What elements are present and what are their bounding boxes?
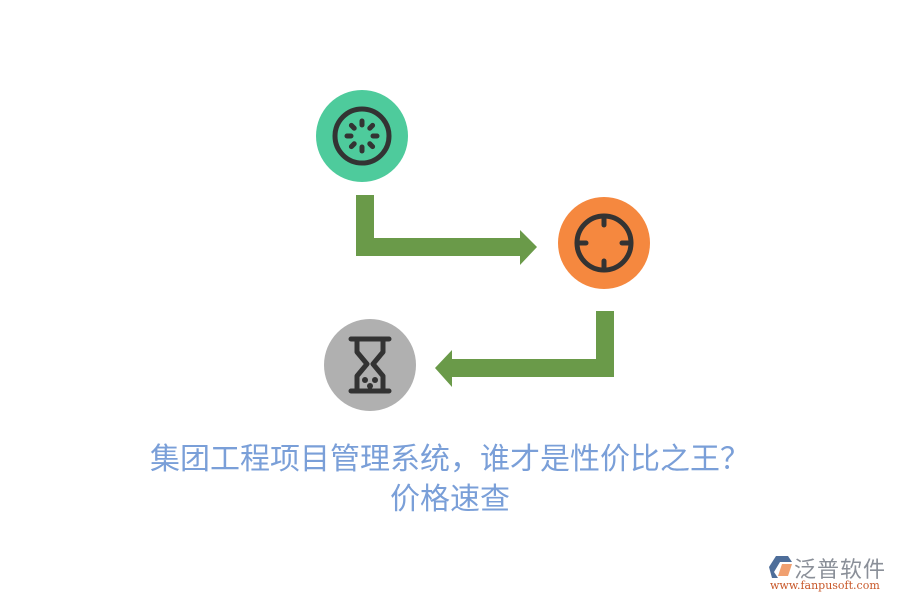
title-line-2: 价格速查 [390,482,510,517]
hourglass-node [324,319,416,411]
arrow-target-to-hourglass [435,311,614,387]
arrow-loading-to-target [356,195,537,265]
logo-url: www.fanpusoft.com [770,579,880,592]
loading-spinner-icon [332,106,392,166]
hourglass-icon [348,336,392,394]
crosshair-target-icon [574,213,634,273]
logo-name: 泛普软件 [794,558,887,583]
title-line-1: 集团工程项目管理系统，谁才是性价比之王？ [150,442,750,477]
target-node [558,197,650,289]
loading-node [316,90,408,182]
fanpu-logo-icon [769,556,792,578]
fanpu-logo: 泛普软件 www.fanpusoft.com [768,552,894,596]
